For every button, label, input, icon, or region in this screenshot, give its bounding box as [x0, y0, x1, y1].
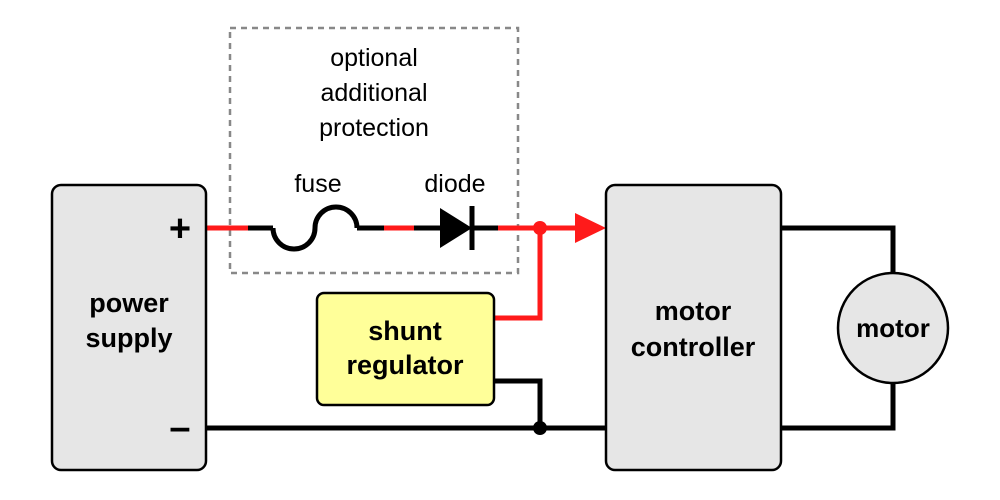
motor-controller-label-line-1: motor	[655, 296, 732, 326]
motor-wire-bottom	[781, 381, 896, 431]
motor-controller-label-line-2: controller	[631, 332, 756, 362]
shunt-positive-wire	[494, 228, 543, 321]
power-supply-box	[50, 183, 208, 472]
motor-wire-top	[781, 225, 896, 275]
motor-label: motor	[856, 313, 930, 343]
motor-controller-box	[604, 183, 783, 472]
current-direction-arrow	[575, 213, 606, 243]
negative-terminal-label: –	[169, 407, 190, 449]
motor-circle	[836, 271, 950, 385]
positive-junction-dot	[533, 221, 547, 235]
ground-junction-dot	[533, 421, 547, 435]
power-supply-label-line-1: power	[89, 288, 169, 318]
optional-label-line-3: protection	[319, 114, 429, 142]
optional-label-line-1: optional	[330, 44, 418, 72]
optional-protection-box	[228, 26, 520, 275]
power-supply-label-line-2: supply	[85, 323, 172, 353]
diode-label: diode	[424, 170, 485, 198]
positive-terminal-label: +	[169, 208, 191, 250]
shunt-ground-wire	[494, 378, 543, 428]
fuse-symbol	[270, 204, 360, 252]
shunt-regulator-label-line-2: regulator	[346, 350, 464, 380]
shunt-regulator-label-line-1: shunt	[368, 316, 442, 346]
shunt-regulator-box	[315, 291, 496, 407]
optional-label-line-2: additional	[320, 79, 427, 107]
fuse-label: fuse	[294, 170, 341, 198]
diode-symbol	[440, 208, 472, 248]
